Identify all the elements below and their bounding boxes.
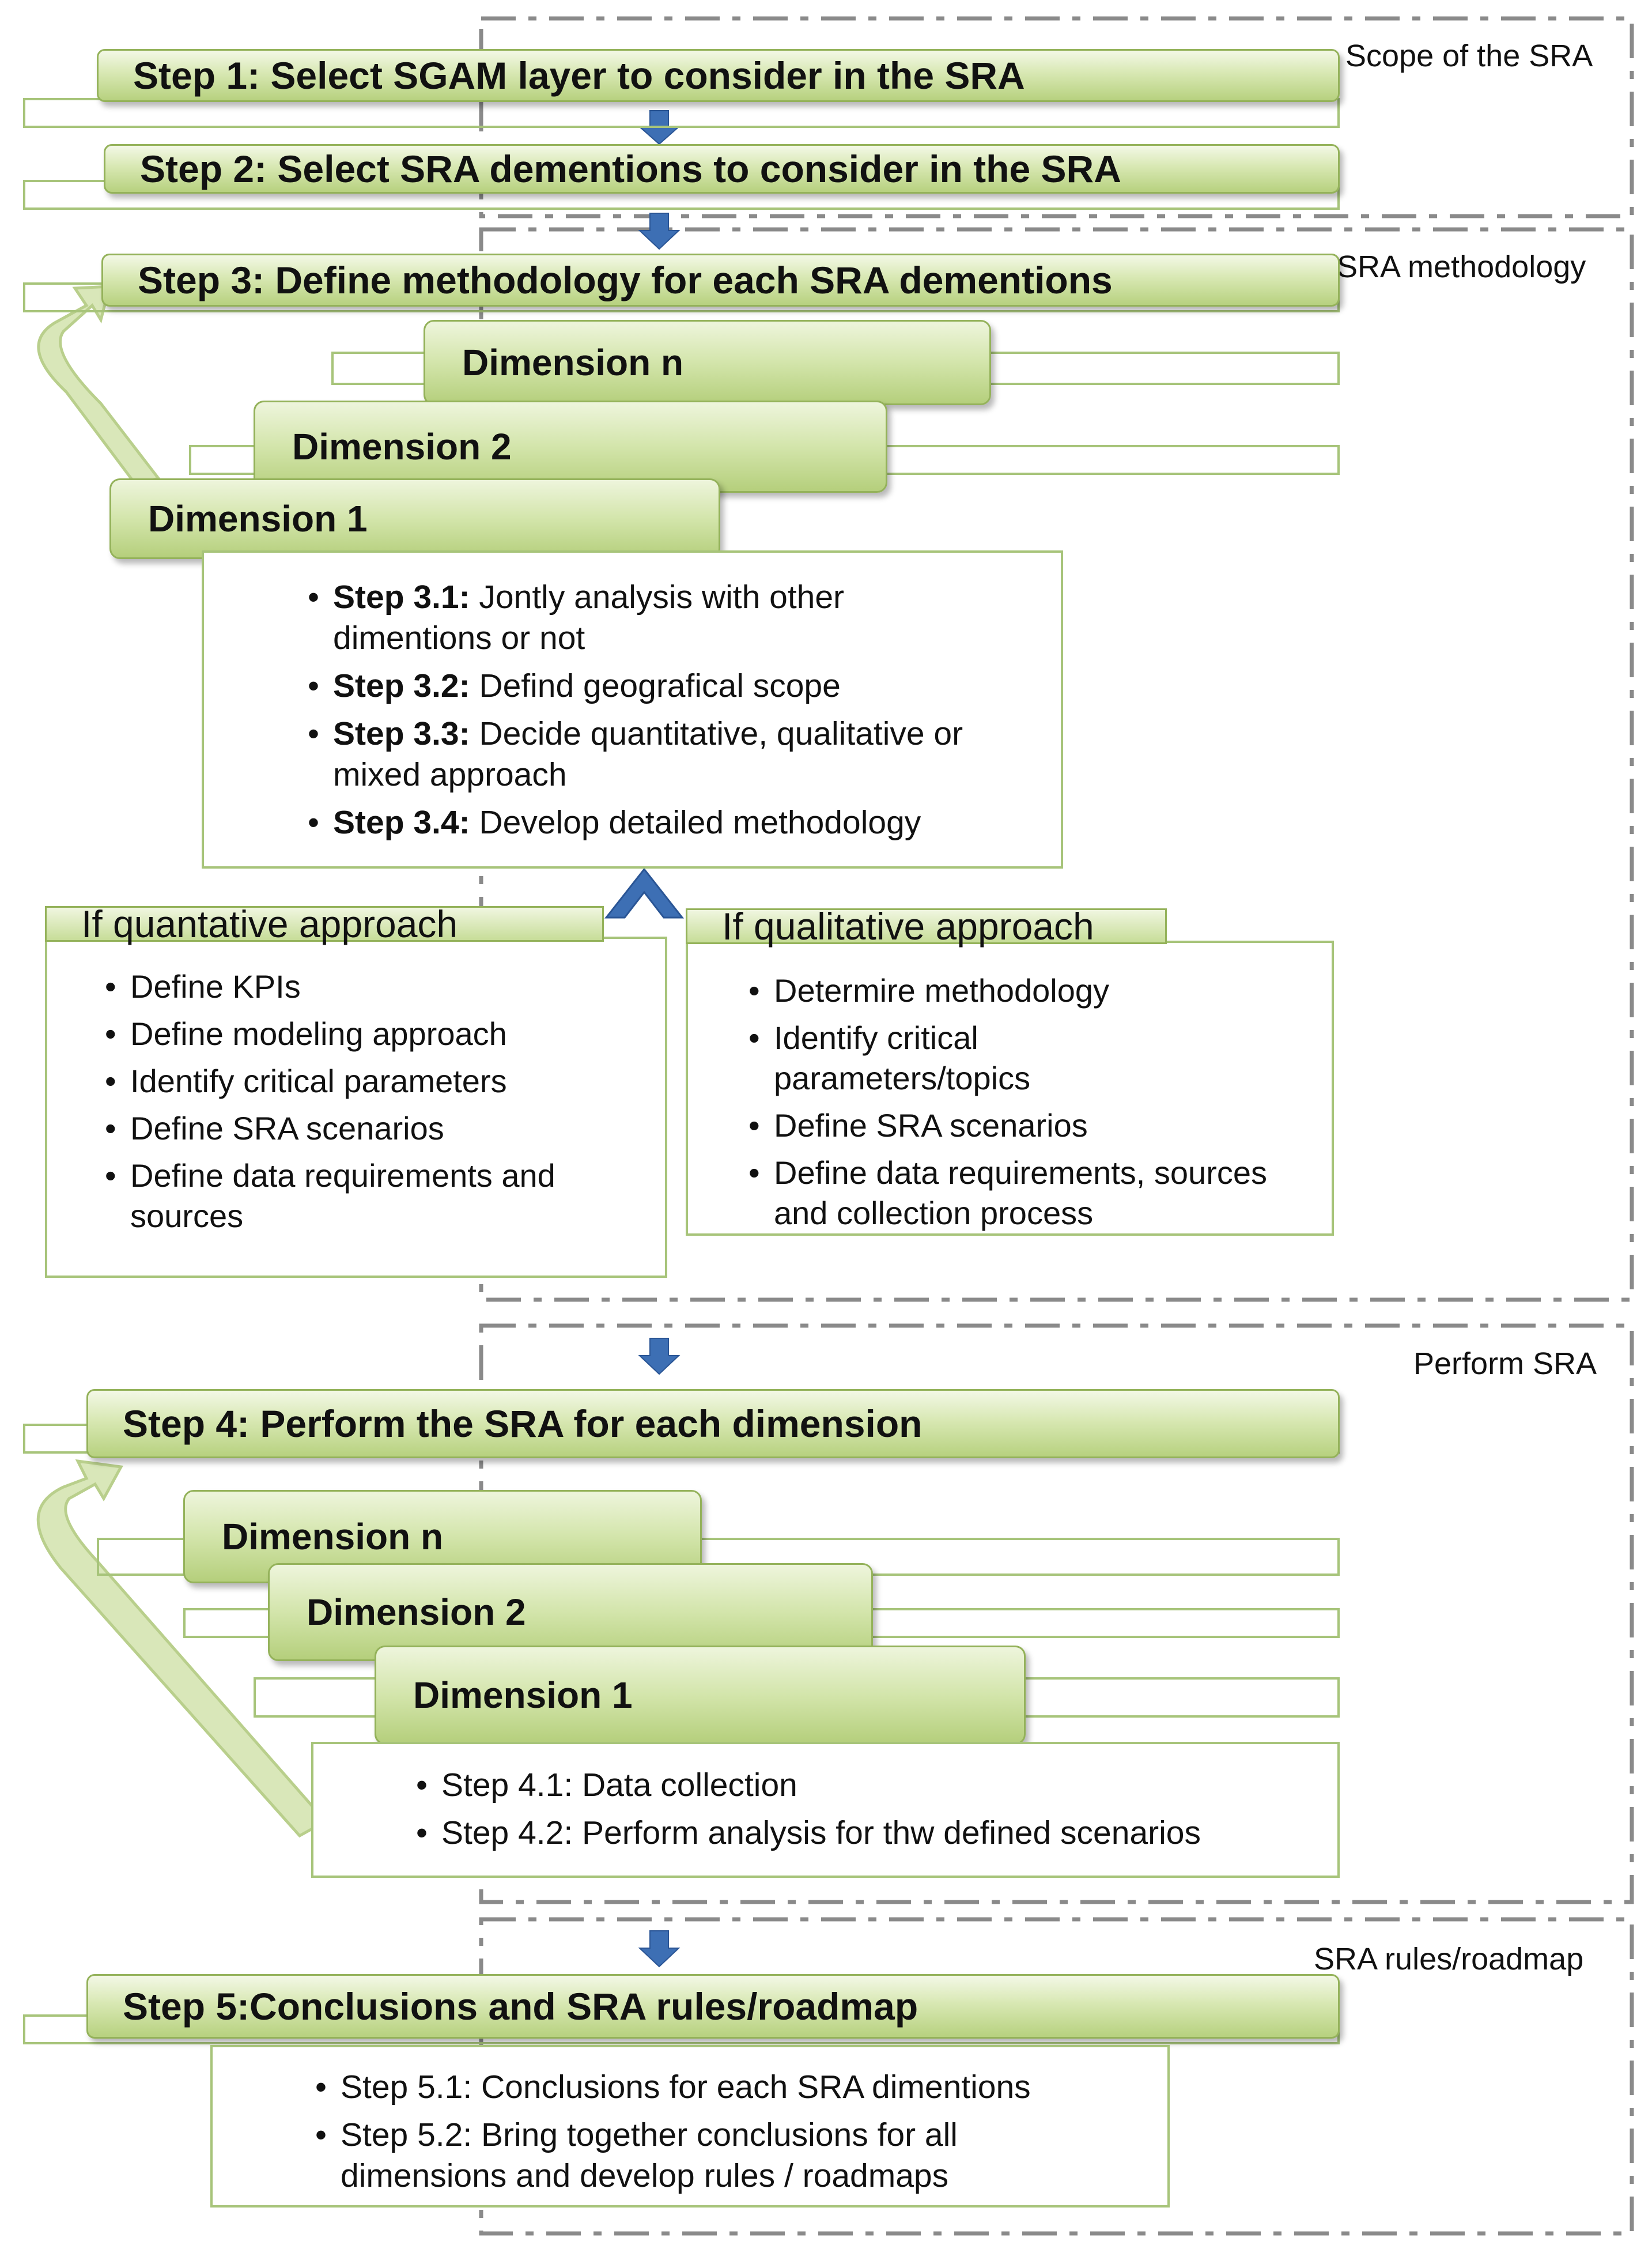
- list-item: Identify critical parameters: [105, 1061, 647, 1101]
- step5-substeps-list: Step 5.1: Conclusions for each SRA dimen…: [315, 2067, 1064, 2197]
- loop-back-arrow-step4: [36, 1459, 328, 1838]
- list-item: Define SRA scenarios: [105, 1108, 647, 1149]
- step3-label: Step 3: Define methodology for each SRA …: [138, 259, 1113, 301]
- list-item: Step 3.2: Defind geografical scope: [308, 666, 976, 707]
- down-arrow-3-icon: [638, 1338, 681, 1375]
- step4-dimension-1: Dimension 1: [375, 1646, 1026, 1745]
- dimension-label: Dimension 2: [292, 426, 512, 467]
- loop-back-arrow-step3: [37, 285, 161, 486]
- split-chevron-icon: [604, 867, 685, 919]
- list-item: Step 5.1: Conclusions for each SRA dimen…: [315, 2067, 1064, 2108]
- list-item: Define data requirements and sources: [105, 1156, 647, 1236]
- step1-bar: Step 1: Select SGAM layer to consider in…: [97, 49, 1340, 102]
- step3-substeps-list: Step 3.1: Jontly analysis with other dim…: [308, 577, 976, 843]
- dimension-label: Dimension 1: [148, 498, 368, 539]
- step2-bar: Step 2: Select SRA dementions to conside…: [104, 144, 1340, 194]
- list-item: Define SRA scenarios: [748, 1105, 1313, 1146]
- down-arrow-4-icon: [638, 1930, 681, 1968]
- list-item: Step 3.1: Jontly analysis with other dim…: [308, 577, 976, 659]
- list-item: Step 5.2: Bring together conclusions for…: [315, 2115, 1064, 2197]
- step4-bar: Step 4: Perform the SRA for each dimensi…: [86, 1389, 1340, 1458]
- perform-phase-frame: [479, 1323, 1634, 1904]
- phase-label-perform: Perform SRA: [1413, 1346, 1597, 1381]
- dimension-label: Dimension 2: [307, 1591, 526, 1633]
- list-item: Step 4.2: Perform analysis for thw defin…: [416, 1813, 1315, 1854]
- step1-outline: [23, 98, 1340, 128]
- phase-label-scope: Scope of the SRA: [1345, 39, 1593, 73]
- quantitative-box: Define KPIs Define modeling approach Ide…: [45, 937, 667, 1278]
- step3-bar: Step 3: Define methodology for each SRA …: [101, 254, 1340, 307]
- quantitative-list: Define KPIs Define modeling approach Ide…: [105, 967, 647, 1236]
- dimension-label: Dimension n: [222, 1516, 444, 1557]
- step3-substeps-box: Step 3.1: Jontly analysis with other dim…: [202, 550, 1063, 869]
- down-arrow-2-icon: [638, 213, 681, 250]
- step2-label: Step 2: Select SRA dementions to conside…: [140, 148, 1121, 190]
- dimension-label: Dimension 1: [413, 1674, 633, 1716]
- list-item: Step 3.3: Decide quantitative, qualitati…: [308, 714, 976, 795]
- qualitative-title-bar: If qualitative approach: [686, 905, 1167, 948]
- step4-label: Step 4: Perform the SRA for each dimensi…: [123, 1402, 923, 1445]
- list-item: Define KPIs: [105, 967, 647, 1007]
- list-item: Determire methodology: [748, 971, 1313, 1011]
- step4-substeps-list: Step 4.1: Data collection Step 4.2: Perf…: [416, 1765, 1315, 1854]
- step5-label: Step 5:Conclusions and SRA rules/roadmap: [123, 1985, 918, 2028]
- step4-substeps-box: Step 4.1: Data collection Step 4.2: Perf…: [311, 1742, 1340, 1878]
- qualitative-box: Determire methodology Identify critical …: [686, 941, 1334, 1236]
- qualitative-title: If qualitative approach: [722, 905, 1094, 948]
- phase-label-methodology: SRA methodology: [1337, 250, 1586, 284]
- step1-label: Step 1: Select SGAM layer to consider in…: [133, 54, 1025, 97]
- qualitative-list: Determire methodology Identify critical …: [748, 971, 1313, 1233]
- list-item: Step 3.4: Develop detailed methodology: [308, 802, 976, 843]
- step4-dimension-2: Dimension 2: [268, 1563, 873, 1661]
- step3-dimension-n: Dimension n: [424, 320, 991, 405]
- list-item: Step 4.1: Data collection: [416, 1765, 1315, 1806]
- quantitative-title: If quantative approach: [81, 903, 458, 945]
- dimension-label: Dimension n: [462, 342, 684, 383]
- step5-bar: Step 5:Conclusions and SRA rules/roadmap: [86, 1974, 1340, 2039]
- quantitative-title-bar: If quantative approach: [45, 903, 604, 945]
- list-item: Identify critical parameters/topics: [748, 1018, 1073, 1099]
- phase-label-rules: SRA rules/roadmap: [1314, 1942, 1584, 1976]
- step3-dimension-1: Dimension 1: [109, 478, 720, 559]
- list-item: Define data requirements, sources and co…: [748, 1153, 1313, 1233]
- list-item: Define modeling approach: [105, 1014, 647, 1054]
- step5-substeps-box: Step 5.1: Conclusions for each SRA dimen…: [210, 2045, 1170, 2208]
- scope-phase-frame: [479, 16, 1634, 218]
